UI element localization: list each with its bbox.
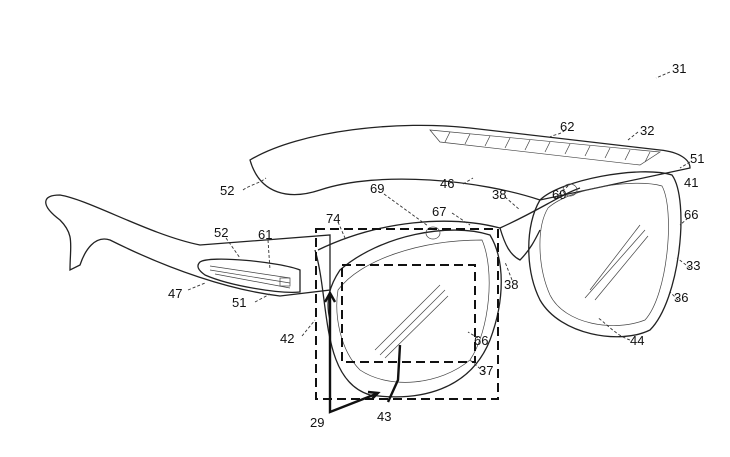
label-33: 33 (686, 258, 700, 273)
front-frame-top (317, 187, 581, 251)
inner-field-box (341, 264, 476, 363)
hatched-top-panel (429, 129, 662, 166)
label-66-left: 66 (474, 333, 488, 348)
label-38-top: 38 (492, 187, 506, 202)
label-31: 31 (672, 61, 686, 76)
label-67: 67 (432, 204, 446, 219)
label-37: 37 (479, 363, 493, 378)
far-temple (249, 124, 691, 201)
near-temple (45, 194, 331, 297)
label-43: 43 (377, 409, 391, 424)
label-29: 29 (310, 415, 324, 430)
right-lens-rim (528, 171, 682, 338)
near-lens-rim (314, 229, 502, 398)
nose-bridge (499, 227, 541, 261)
label-62: 62 (560, 119, 574, 134)
outer-field-box (315, 228, 499, 400)
label-61: 61 (258, 227, 272, 242)
label-42: 42 (280, 331, 294, 346)
lens-leader (386, 344, 402, 403)
leader-lines (187, 71, 691, 373)
axis-arrows (323, 290, 381, 414)
label-36: 36 (674, 290, 688, 305)
label-66-right: 66 (684, 207, 698, 222)
label-44: 44 (630, 333, 644, 348)
label-74: 74 (326, 211, 340, 226)
label-46: 46 (440, 176, 454, 191)
panel-hatching (444, 131, 651, 163)
label-51-left: 51 (232, 295, 246, 310)
near-lens (336, 239, 490, 383)
label-32: 32 (640, 123, 654, 138)
right-lens (539, 182, 669, 326)
label-38-nose: 38 (504, 277, 518, 292)
label-41: 41 (684, 175, 698, 190)
label-52-right: 52 (220, 183, 234, 198)
label-51-right: 51 (690, 151, 704, 166)
label-47: 47 (168, 286, 182, 301)
label-69-right: 69 (552, 187, 566, 202)
electronics-module (197, 258, 301, 293)
label-69-left: 69 (370, 181, 384, 196)
label-52-left: 52 (214, 225, 228, 240)
